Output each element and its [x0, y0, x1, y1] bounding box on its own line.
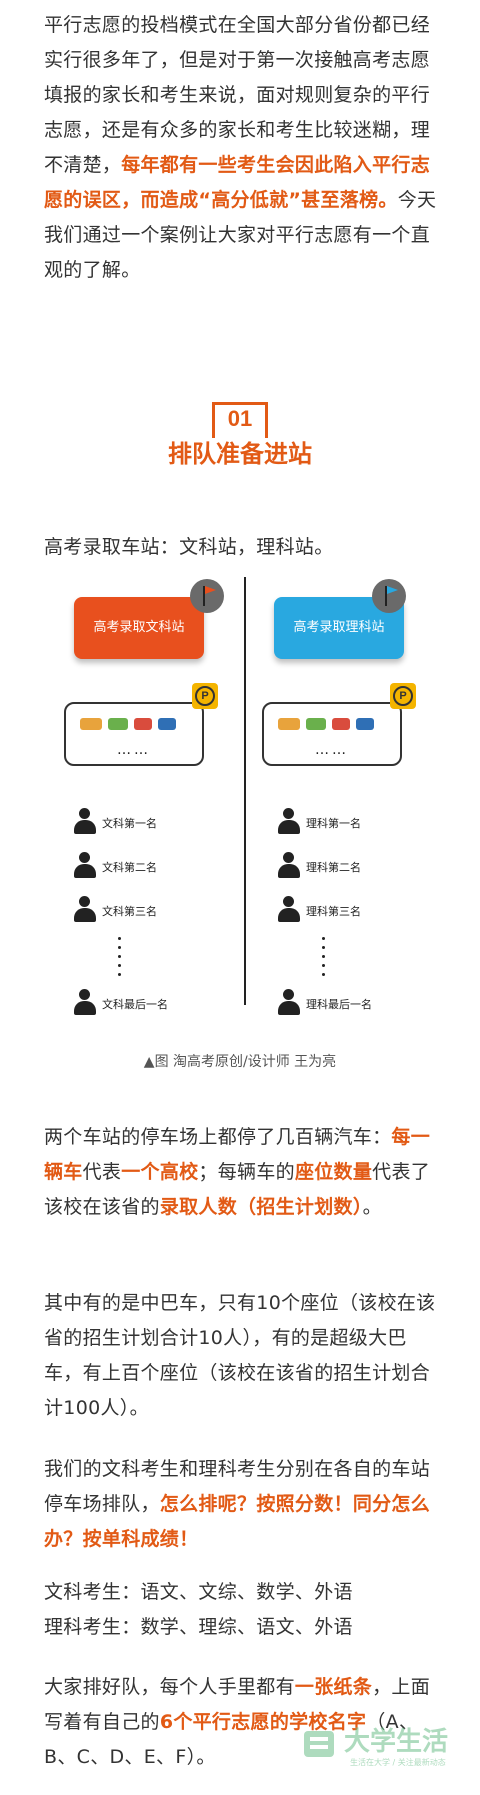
- liberal-arts-station: 高考录取文科站: [74, 597, 204, 659]
- parking-letter: P: [195, 686, 215, 706]
- highlight: 一张纸条: [294, 1676, 373, 1698]
- person-icon: [74, 989, 96, 1015]
- lot-dots: ……: [117, 742, 151, 758]
- car-icon: [158, 718, 176, 730]
- science-subjects: 理科考生：数学、理综、语文、外语: [44, 1616, 353, 1638]
- liberal-arts-subjects: 文科考生：语文、文综、数学、外语: [44, 1581, 353, 1603]
- person-icon: [74, 896, 96, 922]
- text: 两个车站的停车场上都停了几百辆汽车：: [44, 1126, 392, 1148]
- watermark-subtext: 生活在大学 / 关注最新动态: [350, 1758, 446, 1767]
- person-icon: [278, 896, 300, 922]
- bus-icon: [278, 718, 300, 730]
- queue-label: 理科第二名: [306, 861, 361, 874]
- text: ；每辆车的: [198, 1161, 295, 1183]
- car-icon: [356, 718, 374, 730]
- text: （A、B、C、D、E、F）。: [44, 1711, 419, 1768]
- paragraph-subjects: 文科考生：语文、文综、数学、外语 理科考生：数学、理综、语文、外语: [44, 1575, 444, 1645]
- truck-icon: [306, 718, 326, 730]
- intro-highlight: 每年都有一些考生会因此陷入平行志愿的误区，而造成“高分低就”甚至落榜。: [44, 154, 431, 211]
- highlight: 6个平行志愿的学校名字: [159, 1711, 367, 1733]
- flag-icon: [190, 579, 224, 613]
- text: 代表了该校在该省的: [44, 1161, 431, 1218]
- highlight: 每一辆车: [44, 1126, 431, 1183]
- truck-icon: [108, 718, 128, 730]
- text: ，上面写着有自己的: [44, 1676, 431, 1733]
- paragraph-paper-slip: 大家排好队，每个人手里都有一张纸条，上面写着有自己的6个平行志愿的学校名字（A、…: [44, 1670, 444, 1775]
- queue-label: 文科第二名: [102, 861, 157, 874]
- paragraph-bus-sizes: 其中有的是中巴车，只有10个座位（该校在该省的招生计划合计10人），有的是超级大…: [44, 1292, 436, 1419]
- highlight: 怎么排呢？按照分数！同分怎么办？按单科成绩！: [44, 1493, 431, 1550]
- parking-sign-icon: P: [390, 683, 416, 709]
- watermark-text: 大学生活: [344, 1727, 449, 1757]
- intro-text: 平行志愿的投档模式在全国大部分省份都已经实行很多年了，但是对于第一次接触高考志愿…: [44, 14, 431, 176]
- highlight: 座位数量: [294, 1161, 373, 1183]
- paragraph-queue-rule: 我们的文科考生和理科考生分别在各自的车站停车场排队，怎么排呢？按照分数！同分怎么…: [44, 1452, 444, 1557]
- person-icon: [74, 852, 96, 878]
- parking-sign-icon: P: [192, 683, 218, 709]
- stations-text: 高考录取车站：文科站，理科站。: [44, 536, 334, 558]
- figure-caption: ▲图 淘高考原创/设计师 王为亮: [143, 1054, 337, 1070]
- parking-lot-left: ……: [64, 702, 204, 766]
- paragraph-vehicles: 两个车站的停车场上都停了几百辆汽车：每一辆车代表一个高校；每辆车的座位数量代表了…: [44, 1120, 444, 1225]
- queue-ellipsis: [118, 937, 122, 982]
- text: 。: [362, 1196, 382, 1218]
- section-title: 排队准备进站: [150, 438, 330, 470]
- section-number: 01: [227, 406, 253, 431]
- highlight: 录取人数（招生计划数）: [159, 1196, 363, 1218]
- highlight: 一个高校: [121, 1161, 199, 1183]
- person-icon: [278, 852, 300, 878]
- intro-paragraph: 平行志愿的投档模式在全国大部分省份都已经实行很多年了，但是对于第一次接触高考志愿…: [44, 8, 444, 288]
- queue-label: 理科第一名: [306, 817, 361, 830]
- queue-label: 理科最后一名: [306, 998, 372, 1011]
- car-icon: [134, 718, 152, 730]
- person-icon: [278, 989, 300, 1015]
- text: 代表: [82, 1161, 122, 1183]
- queue-ellipsis: [322, 937, 326, 982]
- text: 我们的文科考生和理科考生分别在各自的车站停车场排队，: [44, 1458, 431, 1515]
- flag-icon: [372, 579, 406, 613]
- figure-divider: [244, 577, 246, 1005]
- person-icon: [278, 808, 300, 834]
- parking-letter: P: [393, 686, 413, 706]
- queue-label: 文科第一名: [102, 817, 157, 830]
- bus-icon: [80, 718, 102, 730]
- intro-text-end: 今天我们通过一个案例让大家对平行志愿有一个直观的了解。: [44, 189, 437, 281]
- text: 大家排好队，每个人手里都有: [44, 1676, 295, 1698]
- queue-label: 文科第三名: [102, 905, 157, 918]
- parking-lot-right: ……: [262, 702, 402, 766]
- section-number-frame: [212, 402, 268, 442]
- car-icon: [332, 718, 350, 730]
- watermark-logo: 大学生活 生活在大学 / 关注最新动态: [300, 1715, 470, 1785]
- lot-dots: ……: [315, 742, 349, 758]
- queue-label: 理科第三名: [306, 905, 361, 918]
- queue-figure: 高考录取文科站 高考录取理科站 …… P …… P 文科第一名 文科第二名 文科…: [64, 577, 444, 1015]
- queue-label: 文科最后一名: [102, 998, 168, 1011]
- person-icon: [74, 808, 96, 834]
